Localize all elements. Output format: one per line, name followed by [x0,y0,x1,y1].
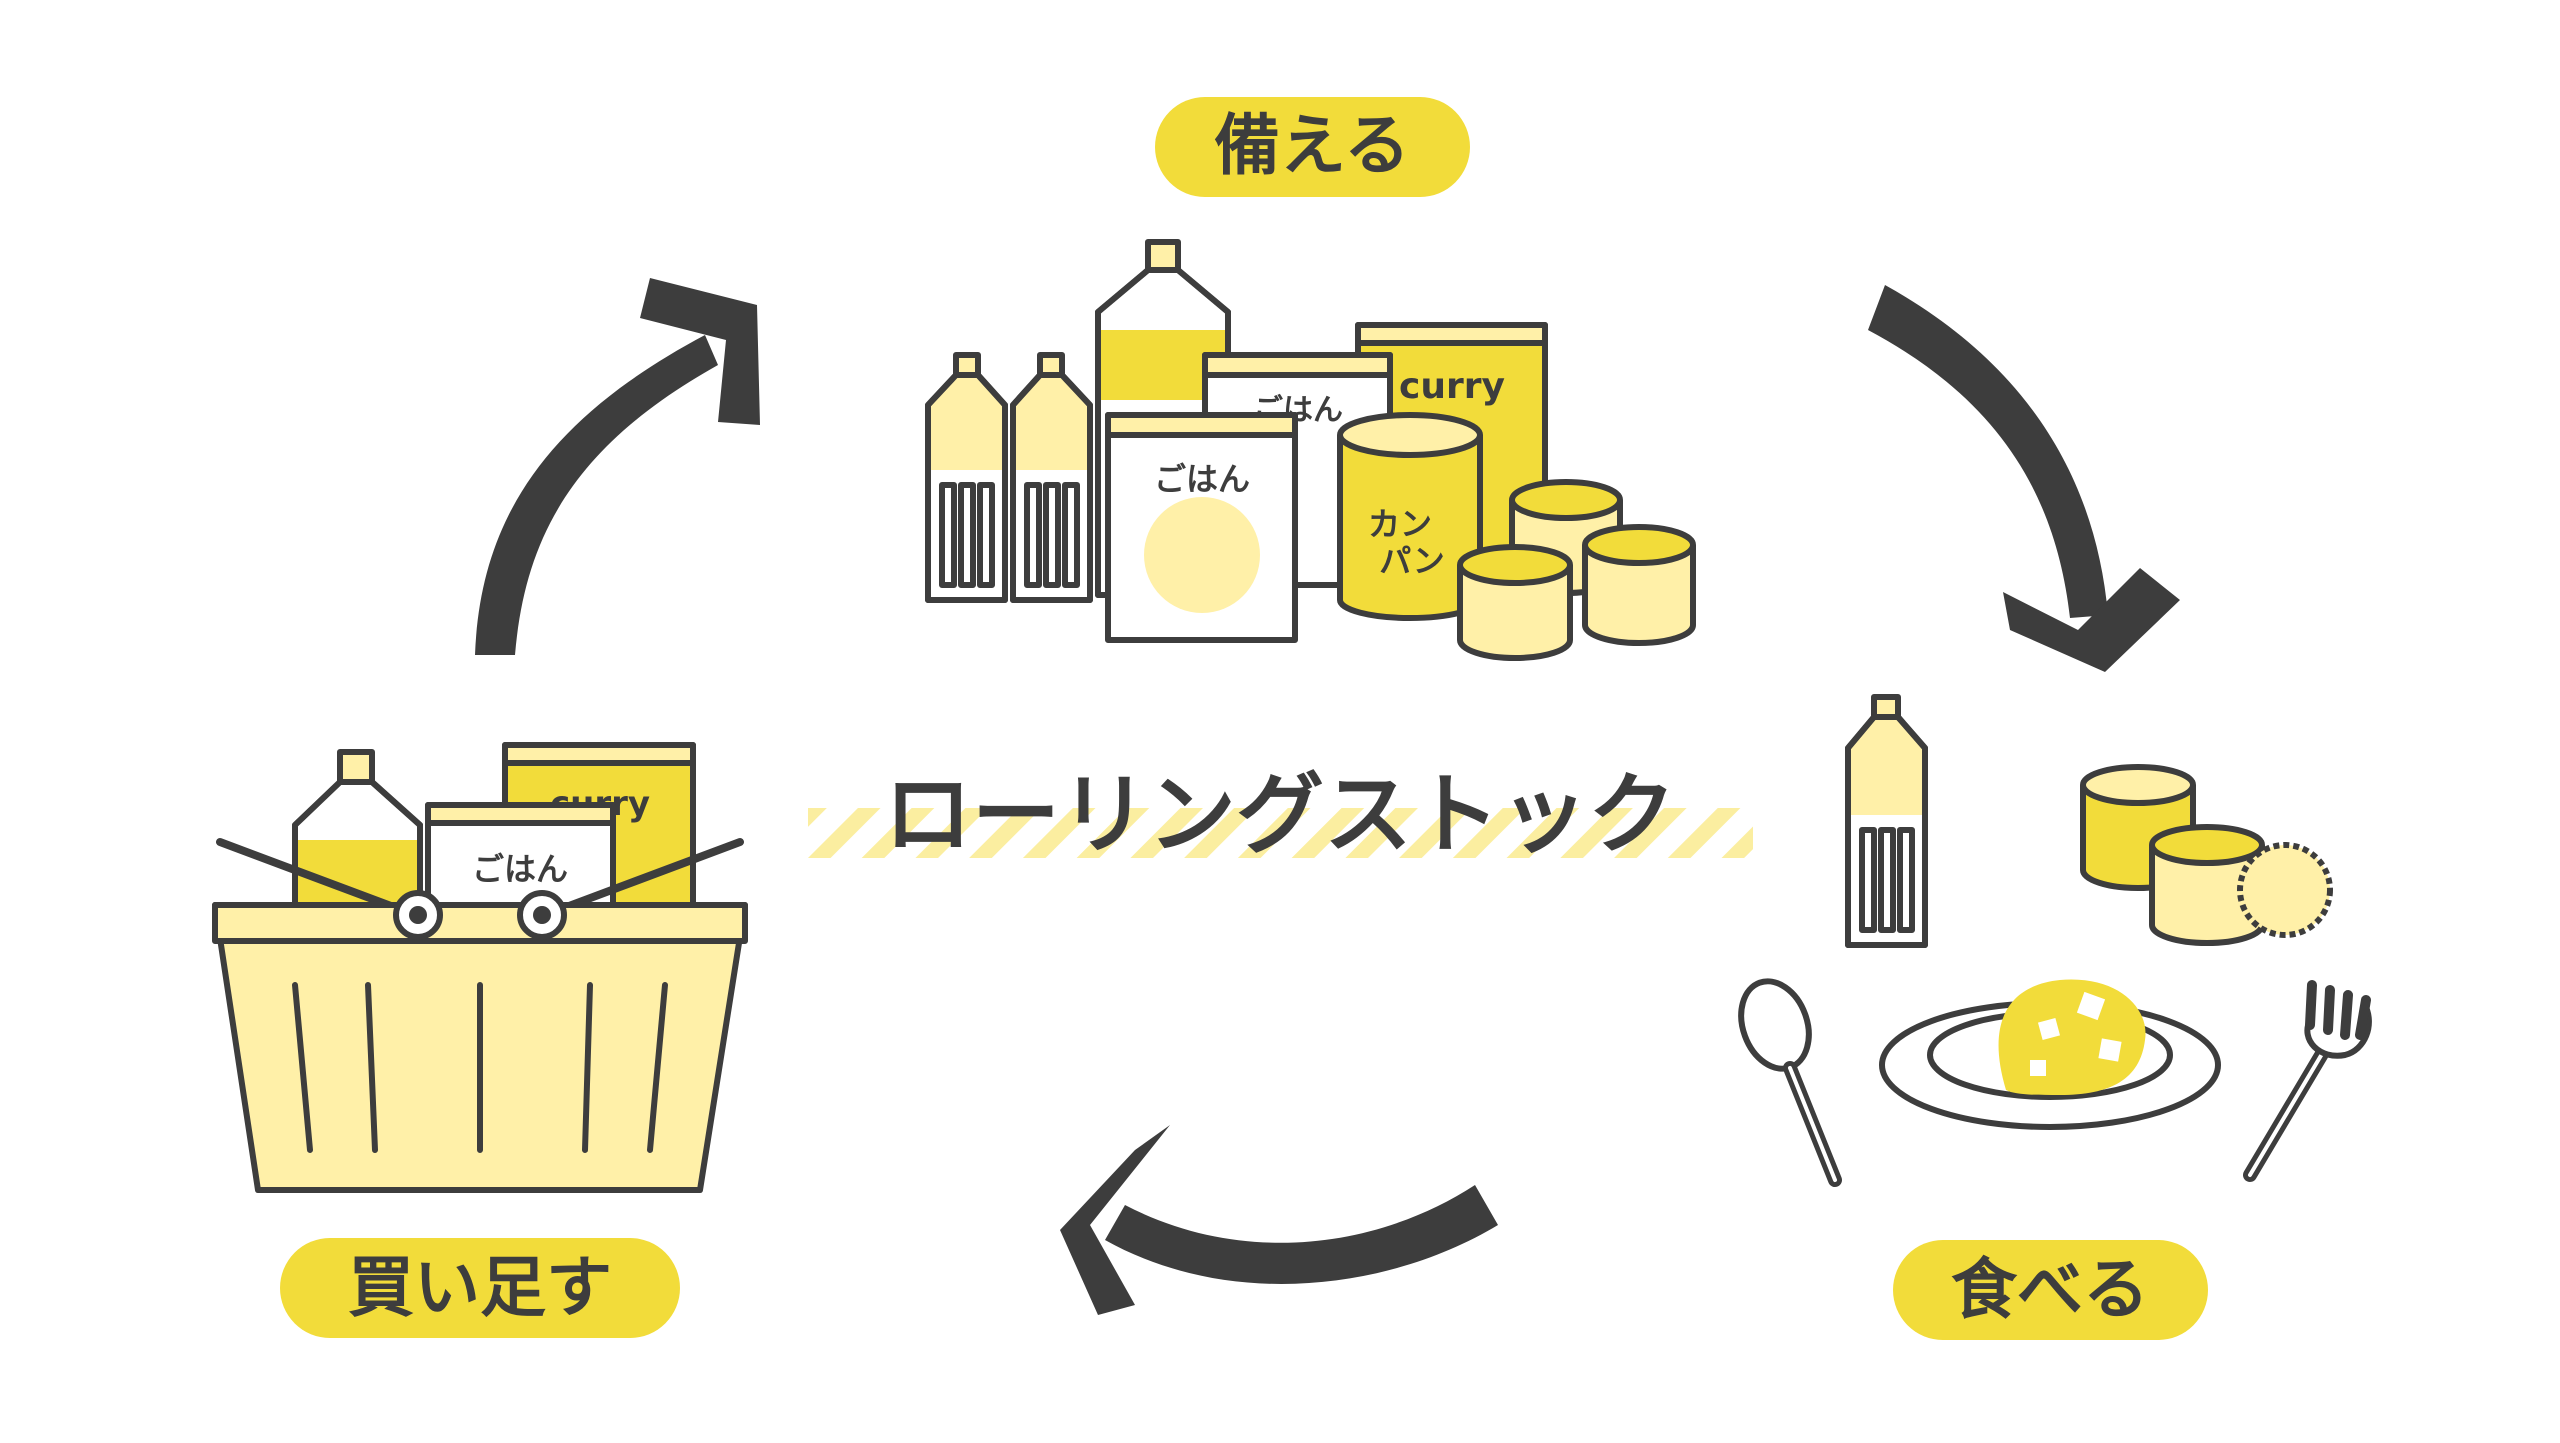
title-group: ローリングストック [808,763,1753,866]
shopping-basket-group: curry ごはん [212,742,748,1193]
eating-group [1738,694,2372,1187]
small-water-bottle-1 [925,352,1008,603]
step-eat-label: 食べる [1951,1251,2149,1328]
fork-icon [2243,980,2372,1182]
curry-plate [1879,979,2221,1130]
rice-pack-front: ごはん [1105,412,1298,643]
spoon-icon [1738,978,1842,1187]
small-water-bottle-2 [1010,352,1093,603]
rice-front-label: ごはん [1154,460,1250,498]
basket-rice-label: ごはん [472,850,568,888]
eat-can-open [2149,824,2333,946]
curry-label: curry [1399,366,1505,407]
kanpan-label-2: パン [1379,542,1445,580]
eat-water-bottle [1845,694,1928,948]
stockpile-group: curry ごはん ごはん カン パン [925,239,1696,661]
basket-rice-pack: ごはん [425,802,616,918]
basket-handle-rings [393,890,567,940]
basket-body [212,902,748,1193]
step-prepare-badge: 備える [1155,97,1470,197]
kanpan-label-1: カン [1368,505,1432,543]
kanpan-can: カン パン [1337,412,1483,621]
small-can-2 [1582,524,1696,646]
step-replenish-badge: 買い足す [280,1238,680,1338]
arrow-replenish-to-prepare [475,278,760,655]
title-underline-stripes [808,808,1753,858]
step-prepare-label: 備える [1214,107,1410,184]
arrow-prepare-to-eat [1868,285,2180,672]
small-can-3 [1457,544,1573,661]
arrow-eat-to-replenish [1060,1125,1498,1315]
diagram-title: ローリングストック [884,763,1676,866]
step-eat-badge: 食べる [1893,1240,2208,1340]
step-replenish-label: 買い足す [348,1249,612,1326]
